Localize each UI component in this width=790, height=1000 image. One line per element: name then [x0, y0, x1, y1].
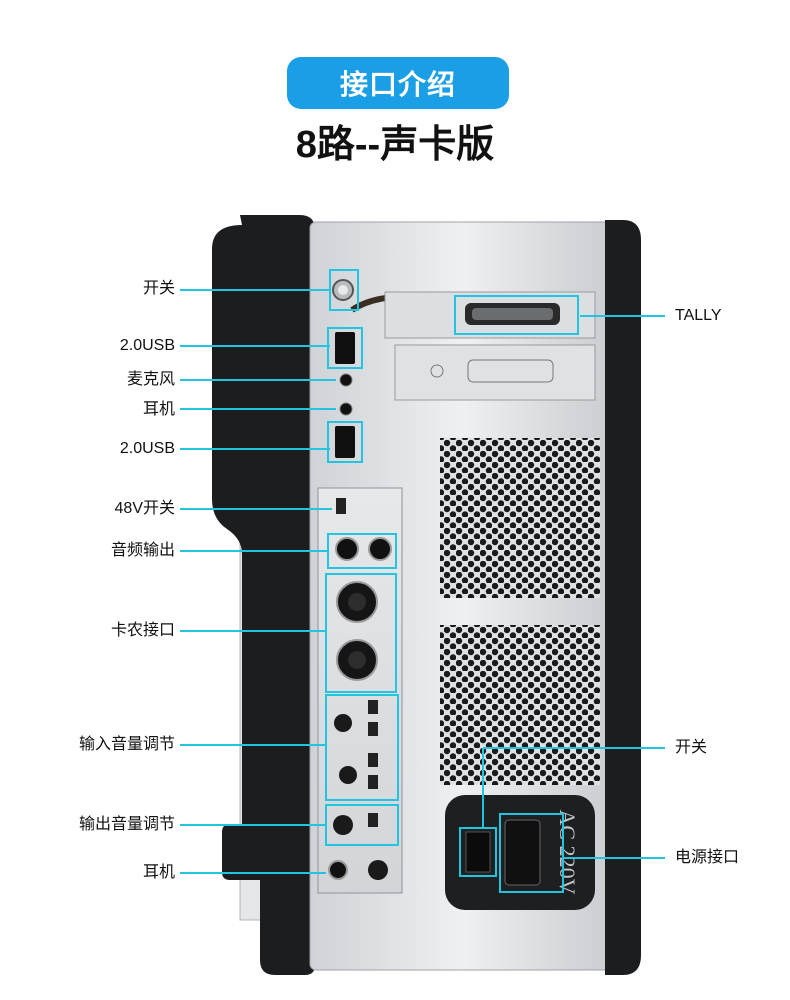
callout-usb-bottom: 2.0USB: [119, 440, 175, 457]
psu-switch: [465, 831, 491, 873]
psu-rating-text: AC 220V: [555, 810, 580, 895]
title-text: 接口介绍: [339, 69, 456, 100]
mic-jack: [339, 373, 353, 387]
callout-xlr: 卡农接口: [110, 622, 175, 639]
audio-out-jack-1: [335, 537, 359, 561]
callout-headphone-top: 耳机: [142, 401, 175, 418]
callout-mic: 麦克风: [126, 371, 175, 388]
switch-48v: [336, 498, 346, 514]
blank-slot: [394, 344, 596, 401]
callout-power-inlet: 电源接口: [675, 849, 740, 866]
callout-audio-out: 音频输出: [110, 542, 175, 559]
left-bumper: [212, 215, 315, 975]
callout-usb-top: 2.0USB: [119, 337, 175, 354]
subtitle: 8路--声卡版: [295, 124, 495, 166]
headphone-jack-bottom: [328, 860, 348, 880]
callout-lines: [180, 269, 665, 893]
usb-port-top: [335, 332, 355, 364]
headphone-jack-top: [339, 402, 353, 416]
callout-output-volume: 输出音量调节: [78, 816, 175, 833]
callout-headphone-bottom: 耳机: [142, 864, 175, 881]
output-knob: [333, 815, 353, 835]
callout-psu-switch: 开关: [675, 739, 708, 756]
title-banner: 接口介绍: [287, 57, 509, 109]
vent-lower: [440, 625, 600, 785]
power-inlet: [504, 819, 541, 886]
usb-port-bottom: [335, 426, 355, 458]
vent-upper: [440, 438, 600, 598]
callout-input-volume: 输入音量调节: [78, 736, 175, 753]
callout-48v: 48V开关: [114, 500, 175, 517]
audio-out-jack-2: [368, 537, 392, 561]
input-knob-1: [334, 714, 352, 732]
input-knob-2: [339, 766, 357, 784]
right-bumper: [605, 220, 641, 975]
headphone-knob: [368, 860, 388, 880]
callout-power-switch: 开关: [142, 280, 175, 297]
callout-tally: TALLY: [675, 307, 722, 324]
